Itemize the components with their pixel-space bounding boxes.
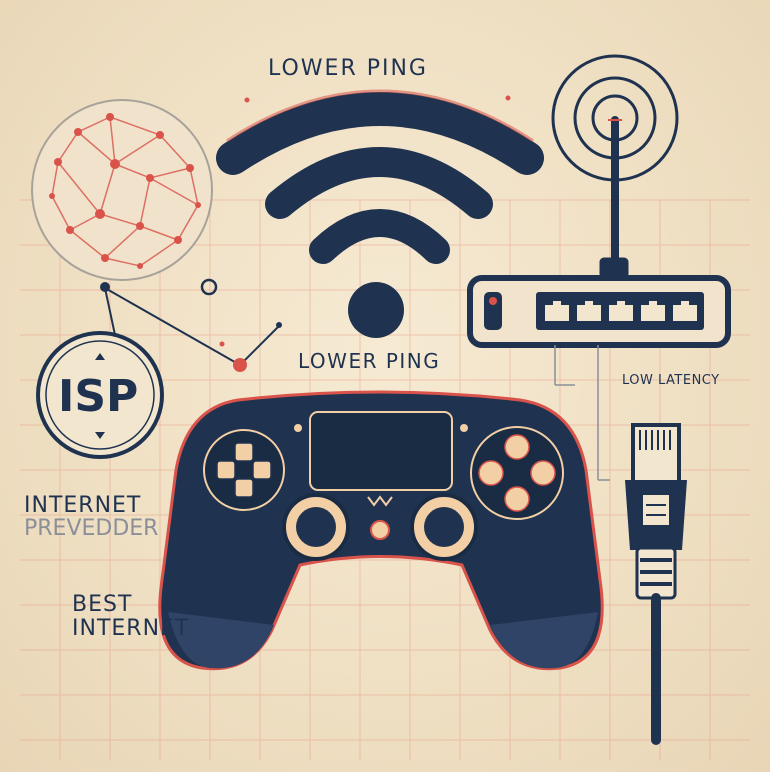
connection-lines xyxy=(104,287,279,366)
isp-badge-icon xyxy=(36,331,164,459)
label-provider: PREVEDDER xyxy=(24,516,159,541)
label-best: BEST xyxy=(72,592,133,617)
gamepad-icon xyxy=(158,390,604,671)
isp-badge-label: ISP xyxy=(58,371,139,422)
antenna-icon xyxy=(551,54,679,279)
router-icon xyxy=(467,275,731,481)
label-low-latency: LOW LATENCY xyxy=(622,373,720,388)
heading-lower-ping: LOWER PING xyxy=(268,56,428,81)
ring-icon xyxy=(200,278,218,296)
ethernet-cable-icon xyxy=(625,423,687,745)
subheading-lower-ping: LOWER PING xyxy=(298,349,441,373)
sparkle-dots xyxy=(219,95,511,347)
wifi-icon xyxy=(216,89,544,338)
connector-dot xyxy=(100,282,110,292)
label-best-internet: INTERNET xyxy=(72,616,190,641)
globe-network-icon xyxy=(31,99,213,281)
label-internet: INTERNET xyxy=(24,493,142,518)
connector-dot xyxy=(276,322,282,328)
connector-dot xyxy=(233,358,247,372)
